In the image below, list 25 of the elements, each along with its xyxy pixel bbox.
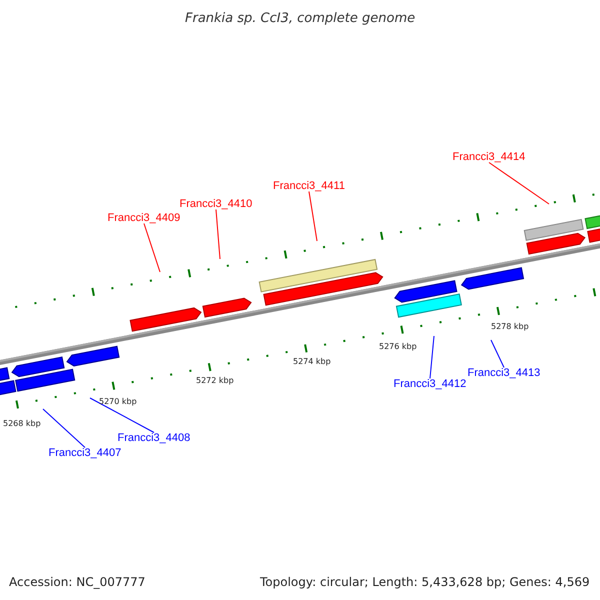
title: Frankia sp. CcI3, complete genome (185, 12, 416, 24)
gene-label: Francci3_4410 (180, 198, 252, 210)
gene-label: Francci3_4407 (48, 448, 122, 458)
gene-label: Francci3_4414 (452, 152, 526, 162)
gene-label: Francci3_4408 (118, 432, 190, 444)
scale-label: 5274 kbp (293, 358, 331, 366)
leader-line (216, 209, 220, 260)
gene-label: Francci3_4409 (108, 212, 180, 224)
leader-line (490, 340, 504, 368)
scale-label: 5268 kbp (3, 420, 41, 428)
info-text: Topology: circular; Length: 5,433,628 bp; Genes: 4,569 (260, 576, 590, 588)
leader-line (308, 191, 318, 242)
gene-label: Francci3_4413 (468, 368, 540, 378)
scale-label: 5278 kbp (491, 323, 529, 331)
leader-line (430, 336, 434, 379)
gene-label: Francci3_4411 (273, 180, 345, 192)
gene-label: Francci3_4412 (394, 378, 466, 390)
scale-label: 5270 kbp (99, 398, 137, 406)
leader-line (42, 408, 86, 448)
info-text: Accession: NC_007777 (9, 576, 146, 588)
leader-line (488, 162, 550, 204)
scale-label: 5272 kbp (196, 377, 234, 385)
leader-line (144, 223, 160, 272)
leader-line (90, 398, 154, 433)
scale-label: 5276 kbp (379, 343, 417, 351)
